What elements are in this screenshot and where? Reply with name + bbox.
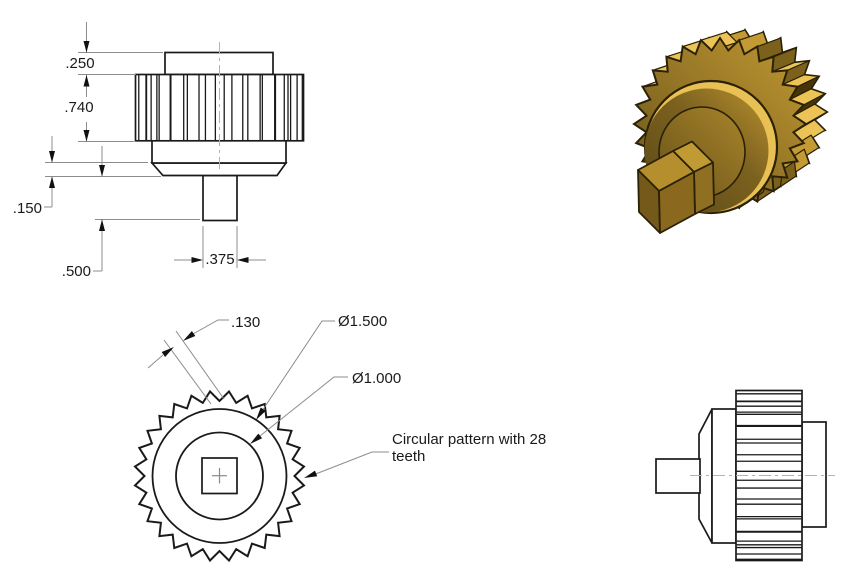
side-cap-outline — [801, 421, 827, 528]
bottom-dimension-lines — [147, 319, 389, 478]
front-stem-outline — [202, 174, 238, 222]
dim-cap-height-label: .250 — [65, 55, 94, 72]
dim-chamfer-height-label: .150 — [13, 200, 42, 217]
iso-stem-cube — [637, 140, 715, 234]
center-mark — [212, 468, 227, 484]
bottom-view: .130 Ø1.500 Ø1.000 — [133, 313, 401, 563]
front-knurl-band-outline — [134, 73, 305, 142]
dim-stem-width-label: .375 — [205, 251, 234, 268]
dim-inner-diameter-label: Ø1.000 — [352, 370, 401, 387]
dim-outer-diameter-label: Ø1.500 — [338, 313, 387, 330]
inner-diameter-circle — [175, 431, 264, 521]
front-dimensions — [44, 22, 266, 272]
iso-cube-right-face — [658, 171, 696, 234]
circular-pattern-note: Circular pattern with 28 teeth — [392, 431, 547, 465]
outer-diameter-circle — [151, 408, 288, 544]
side-knurl-lines — [736, 393, 802, 560]
dim-tooth-pitch-label: .130 — [231, 314, 260, 331]
iso-stem-shaft-side — [693, 161, 715, 215]
front-dimension-arrows — [49, 41, 249, 263]
iso-view — [632, 28, 829, 234]
front-knurl-lines — [138, 74, 303, 141]
bottom-dimension-arrows — [161, 331, 318, 478]
dim-knurl-height-label: .740 — [64, 99, 93, 116]
dim-stem-length-label: .500 — [62, 263, 91, 280]
